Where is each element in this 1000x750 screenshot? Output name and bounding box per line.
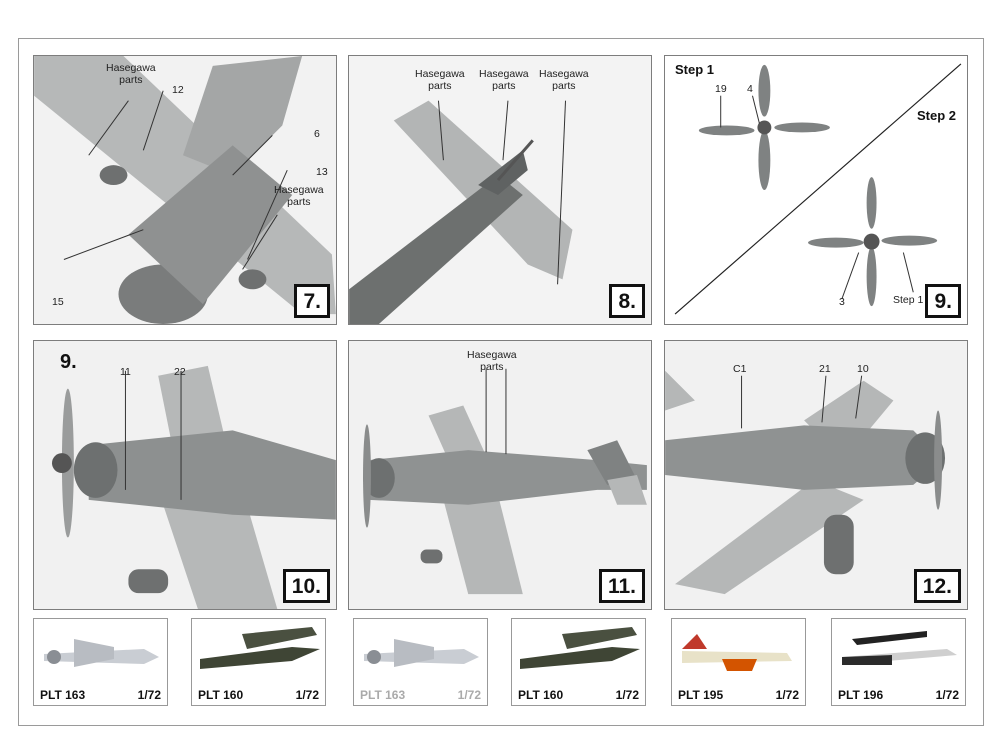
product-thumb-plt160-b[interactable]: PLT 160 1/72 [511, 618, 646, 706]
product-scale: 1/72 [295, 688, 319, 702]
product-code: PLT 160 [198, 688, 244, 702]
label-hasegawa-parts-2: Hasegawa parts [274, 184, 324, 208]
label-part-3: 3 [839, 296, 845, 308]
label-part-11: 11 [120, 366, 131, 378]
step-12-photo [665, 341, 967, 609]
label-hasegawa-parts: Hasegawa parts [467, 349, 517, 373]
panel-step-12: C1 21 10 12. [664, 340, 968, 610]
step-number: 12. [913, 569, 961, 603]
step-9-photo [674, 63, 962, 315]
aircraft-image [842, 631, 957, 665]
label-hasegawa-parts-2: Hasegawa parts [479, 68, 529, 92]
propeller-step-1 [698, 64, 830, 190]
step-number: 10. [282, 569, 330, 603]
product-scale: 1/72 [137, 688, 161, 702]
panel-step-11: Hasegawa parts 11. [348, 340, 652, 610]
label-part-6: 6 [314, 128, 320, 140]
label-part-15: 15 [52, 296, 64, 308]
aircraft-image [520, 627, 640, 669]
label-step-1-small: Step 1 [893, 294, 924, 306]
product-code: PLT 196 [838, 688, 884, 702]
label-part-22: 22 [174, 366, 186, 378]
product-thumb-plt163-b[interactable]: PLT 163 1/72 [353, 618, 488, 706]
step-number: 9. [925, 284, 961, 318]
step-number: 11. [598, 569, 645, 603]
label-part-10: 10 [857, 363, 869, 375]
label-hasegawa-parts: Hasegawa parts [415, 68, 465, 92]
label-part-13: 13 [316, 166, 328, 178]
label-part-19: 19 [715, 83, 727, 95]
step-8-photo [349, 56, 651, 324]
aircraft-image [44, 639, 159, 667]
panel-step-7: Hasegawa parts 12 6 13 Hasegawa parts 15… [33, 55, 337, 325]
step-11-photo [349, 341, 651, 609]
product-scale: 1/72 [935, 688, 959, 702]
label-part-4: 4 [747, 83, 753, 95]
product-thumb-plt160[interactable]: PLT 160 1/72 [191, 618, 326, 706]
reference-step-9: 9. [60, 351, 77, 373]
label-part-12: 12 [172, 84, 184, 96]
label-part-21: 21 [819, 363, 831, 375]
panel-step-8: Hasegawa parts Hasegawa parts Hasegawa p… [348, 55, 652, 325]
product-scale: 1/72 [615, 688, 639, 702]
propeller-step-2 [808, 177, 938, 307]
step-number: 8. [609, 284, 645, 318]
step-7-photo [34, 56, 336, 324]
aircraft-image [200, 627, 320, 669]
label-hasegawa-parts: Hasegawa parts [106, 62, 156, 86]
product-thumb-plt196[interactable]: PLT 196 1/72 [831, 618, 966, 706]
label-part-c1: C1 [733, 363, 747, 375]
product-code: PLT 160 [518, 688, 564, 702]
panel-step-10: 9. 11 22 10. [33, 340, 337, 610]
panel-step-9: Step 1 Step 2 19 4 3 Step 1 9. [664, 55, 968, 325]
aircraft-image [364, 639, 479, 667]
aircraft-image [682, 634, 792, 671]
step-1-label: Step 1 [675, 62, 715, 77]
step-number: 7. [294, 284, 330, 318]
product-thumb-plt163[interactable]: PLT 163 1/72 [33, 618, 168, 706]
product-code: PLT 163 [40, 688, 86, 702]
step-10-photo [34, 341, 336, 609]
product-scale: 1/72 [457, 688, 481, 702]
product-code: PLT 163 [360, 688, 406, 702]
product-code: PLT 195 [678, 688, 724, 702]
step-2-label: Step 2 [917, 108, 957, 123]
label-hasegawa-parts-3: Hasegawa parts [539, 68, 589, 92]
product-thumb-plt195[interactable]: PLT 195 1/72 [671, 618, 806, 706]
product-scale: 1/72 [775, 688, 799, 702]
